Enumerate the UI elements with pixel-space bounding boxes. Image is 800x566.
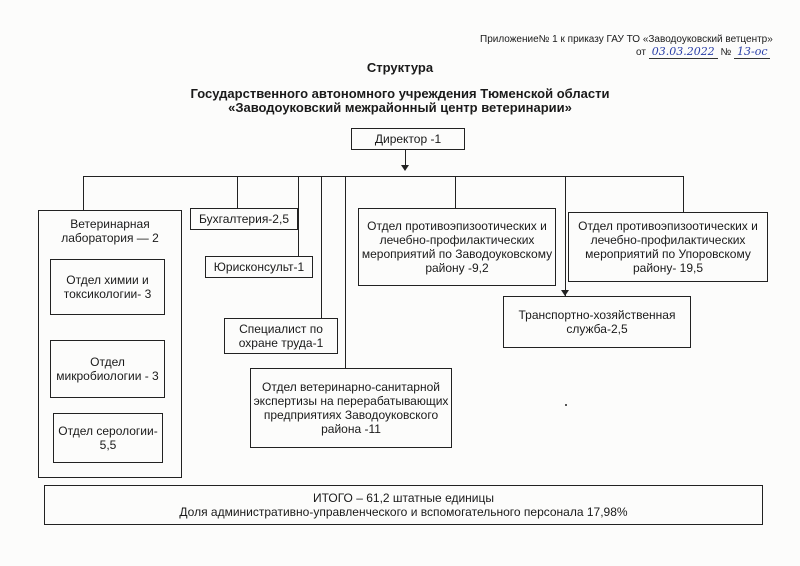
connector bbox=[455, 176, 456, 208]
accounting-label: Бухгалтерия-2,5 bbox=[199, 212, 289, 226]
transport-service-label: Транспортно-хозяйственная служба-2,5 bbox=[518, 308, 676, 336]
sanitary-dept-box: Отдел ветеринарно-санитарной экспертизы … bbox=[250, 368, 452, 448]
totals-line1: ИТОГО – 61,2 штатные единицы bbox=[312, 491, 495, 505]
org-bus-line bbox=[83, 176, 683, 177]
zavodoukovsk-dept-box: Отдел противоэпизоотических и лечебно-пр… bbox=[358, 208, 556, 286]
vet-lab-label: Ветеринарная лаборатория — 2 bbox=[61, 217, 159, 245]
connector bbox=[83, 176, 84, 210]
sanitary-dept-label: Отдел ветеринарно-санитарной экспертизы … bbox=[253, 380, 449, 436]
serology-dept-box: Отдел серологии- 5,5 bbox=[53, 413, 163, 463]
totals-line2: Доля административно-управленческого и в… bbox=[179, 505, 628, 519]
director-label: Директор -1 bbox=[374, 132, 442, 146]
labor-safety-box: Специалист по охране труда-1 bbox=[224, 318, 338, 354]
org-name-line1: Государственного автономного учреждения … bbox=[190, 86, 610, 101]
chemistry-dept-box: Отдел химии и токсикологии- 3 bbox=[50, 259, 165, 315]
serology-dept-label: Отдел серологии- 5,5 bbox=[58, 424, 158, 452]
lawyer-label: Юрисконсульт-1 bbox=[213, 260, 305, 274]
handwritten-number: 13-ос bbox=[733, 45, 771, 59]
uporovo-dept-label: Отдел противоэпизоотических и лечебно-пр… bbox=[578, 219, 758, 275]
chemistry-dept-label: Отдел химии и токсикологии- 3 bbox=[63, 273, 152, 301]
number-prefix: № bbox=[720, 47, 732, 58]
labor-safety-label: Специалист по охране труда-1 bbox=[238, 322, 324, 350]
connector bbox=[565, 176, 566, 296]
director-box: Директор -1 bbox=[351, 128, 465, 150]
totals-box: ИТОГО – 61,2 штатные единицы Доля админи… bbox=[44, 485, 763, 525]
zavodoukovsk-dept-label: Отдел противоэпизоотических и лечебно-пр… bbox=[361, 219, 553, 275]
connector bbox=[345, 176, 346, 368]
arrow-down-icon bbox=[401, 165, 409, 171]
transport-service-box: Транспортно-хозяйственная служба-2,5 bbox=[503, 296, 691, 348]
lawyer-box: Юрисконсульт-1 bbox=[205, 256, 313, 278]
accounting-box: Бухгалтерия-2,5 bbox=[190, 208, 298, 230]
date-prefix: от bbox=[636, 47, 646, 58]
speck bbox=[565, 404, 567, 406]
annex-date-line: от 03.03.2022 № 13-ос bbox=[636, 45, 771, 59]
document-heading: Структура bbox=[366, 60, 434, 75]
arrow-down-icon bbox=[561, 290, 569, 296]
connector bbox=[321, 176, 322, 318]
org-name-line2: «Заводоуковский межрайонный центр ветери… bbox=[228, 100, 572, 115]
connector bbox=[298, 176, 299, 256]
uporovo-dept-box: Отдел противоэпизоотических и лечебно-пр… bbox=[568, 212, 768, 282]
microbiology-dept-label: Отдел микробиологии - 3 bbox=[56, 355, 159, 383]
connector bbox=[683, 176, 684, 212]
handwritten-date: 03.03.2022 bbox=[648, 45, 718, 59]
microbiology-dept-box: Отдел микробиологии - 3 bbox=[50, 340, 165, 398]
connector bbox=[237, 176, 238, 208]
connector bbox=[405, 150, 406, 166]
annex-line: Приложение№ 1 к приказу ГАУ ТО «Заводоук… bbox=[480, 34, 773, 45]
